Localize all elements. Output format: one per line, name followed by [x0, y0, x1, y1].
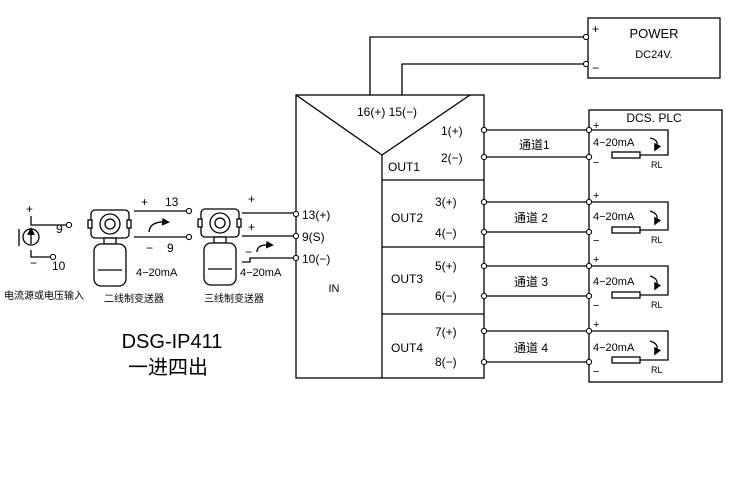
three-wire-minus: −: [245, 245, 252, 259]
power-minus-terminal: [582, 60, 590, 68]
out-label: OUT1: [388, 160, 420, 174]
terminal-13: [292, 210, 300, 218]
channel-2: 通道 2 + 4−20mA − RL: [480, 190, 669, 247]
loop-rl: RL: [651, 300, 663, 310]
power-plus-sign: +: [592, 22, 599, 36]
in-label: IN: [329, 283, 340, 295]
pos-terminal-label: 5(+): [435, 259, 457, 273]
channel-3: 通道 3 + 4−20mA − RL: [480, 254, 669, 312]
power-plus-terminal: [582, 33, 590, 41]
two-wire-transmitter: + 13 − 9 4−20mA 二线制变送器: [87, 195, 193, 305]
three-wire-caption: 三线制变送器: [204, 292, 264, 305]
channel-4: 通道 4 + 4−20mA − RL: [480, 319, 669, 378]
source-terminal-9: 9: [56, 222, 63, 236]
out-label: OUT3: [391, 272, 423, 286]
source-plus-wire: [30, 216, 66, 226]
out-label: OUT4: [391, 341, 423, 355]
neg-terminal-label: 8(−): [435, 355, 457, 369]
channel-label: 通道 2: [514, 211, 548, 225]
transmitter-body-icon: [203, 242, 237, 286]
two-wire-t13: 13: [165, 195, 179, 209]
three-wire-plus-top: +: [248, 192, 255, 206]
loop-plus: +: [593, 190, 599, 202]
loop-plus: +: [593, 319, 599, 331]
loop-plus: +: [593, 120, 599, 132]
input-terminal-10: 10(−): [302, 252, 330, 266]
loop-minus: −: [593, 157, 599, 169]
neg-terminal-label: 4(−): [435, 226, 457, 240]
power-minus-sign: −: [592, 61, 599, 75]
loop-rl: RL: [651, 160, 663, 170]
loop-rl: RL: [651, 365, 663, 375]
three-wire-common-wire: [242, 257, 293, 263]
neg-terminal-label: 2(−): [441, 151, 463, 165]
loop-minus: −: [593, 366, 599, 378]
two-wire-minus: −: [146, 241, 153, 255]
output-section-1: OUT1 1(+) 2(−): [382, 124, 484, 181]
power-title: POWER: [629, 26, 678, 41]
loop-signal: 4−20mA: [593, 342, 635, 354]
loop-signal: 4−20mA: [593, 211, 635, 223]
three-wire-transmitter: + + − 4−20mA 三线制变送器: [197, 192, 293, 305]
two-wire-caption: 二线制变送器: [104, 292, 164, 305]
source-terminal-10: 10: [52, 259, 66, 273]
output-section-2: OUT2 3(+) 4(−): [382, 195, 484, 248]
product-model: DSG-IP411: [122, 331, 223, 353]
power-block: POWER DC24V. + −: [582, 17, 721, 79]
power-plus-wire: [369, 36, 583, 101]
channel-1: 通道1 + 4−20mA − RL: [480, 120, 669, 170]
two-wire-plus: +: [141, 195, 148, 209]
out-label: OUT2: [391, 211, 423, 225]
terminal-10: [292, 254, 300, 262]
terminal-9: [292, 232, 300, 240]
dcs-title: DCS. PLC: [626, 111, 682, 125]
loop-minus: −: [593, 235, 599, 247]
loop-signal: 4−20mA: [593, 137, 635, 149]
input-terminal-13: 13(+): [302, 208, 330, 222]
current-source: + − 9 10 电流源或电压输入: [4, 202, 84, 302]
neg-terminal-label: 6(−): [435, 289, 457, 303]
pos-terminal-label: 1(+): [441, 124, 463, 138]
input-terminal-9: 9(S): [302, 230, 325, 244]
source-plus: +: [26, 202, 33, 216]
top-terminal-labels: 16(+) 15(−): [357, 105, 417, 119]
output-section-3: OUT3 5(+) 6(−): [382, 259, 484, 315]
source-minus: −: [30, 256, 37, 270]
pos-terminal-label: 3(+): [435, 195, 457, 209]
two-wire-signal: 4−20mA: [136, 267, 178, 279]
three-wire-plus-mid: +: [248, 220, 255, 234]
source-caption: 电流源或电压输入: [4, 289, 84, 302]
product-subtitle: 一进四出: [128, 356, 208, 379]
two-wire-t9: 9: [167, 241, 174, 255]
channel-label: 通道1: [519, 138, 550, 152]
channel-label: 通道 4: [514, 341, 548, 355]
three-wire-signal: 4−20mA: [240, 267, 282, 279]
pos-terminal-label: 7(+): [435, 325, 457, 339]
loop-minus: −: [593, 300, 599, 312]
loop-rl: RL: [651, 235, 663, 245]
loop-signal: 4−20mA: [593, 276, 635, 288]
power-box: [587, 17, 721, 79]
power-minus-wire: [401, 63, 583, 101]
transmitter-body-icon: [93, 243, 127, 287]
module-body: [295, 94, 485, 379]
channel-label: 通道 3: [514, 275, 548, 289]
isolator-module: 16(+) 15(−) IN OUT1 1(+) 2(−) OUT2 3(+) …: [295, 94, 485, 379]
output-section-4: OUT4 7(+) 8(−): [391, 325, 457, 369]
power-voltage: DC24V.: [635, 49, 673, 61]
loop-plus: +: [593, 254, 599, 266]
source-minus-wire: [30, 250, 50, 258]
